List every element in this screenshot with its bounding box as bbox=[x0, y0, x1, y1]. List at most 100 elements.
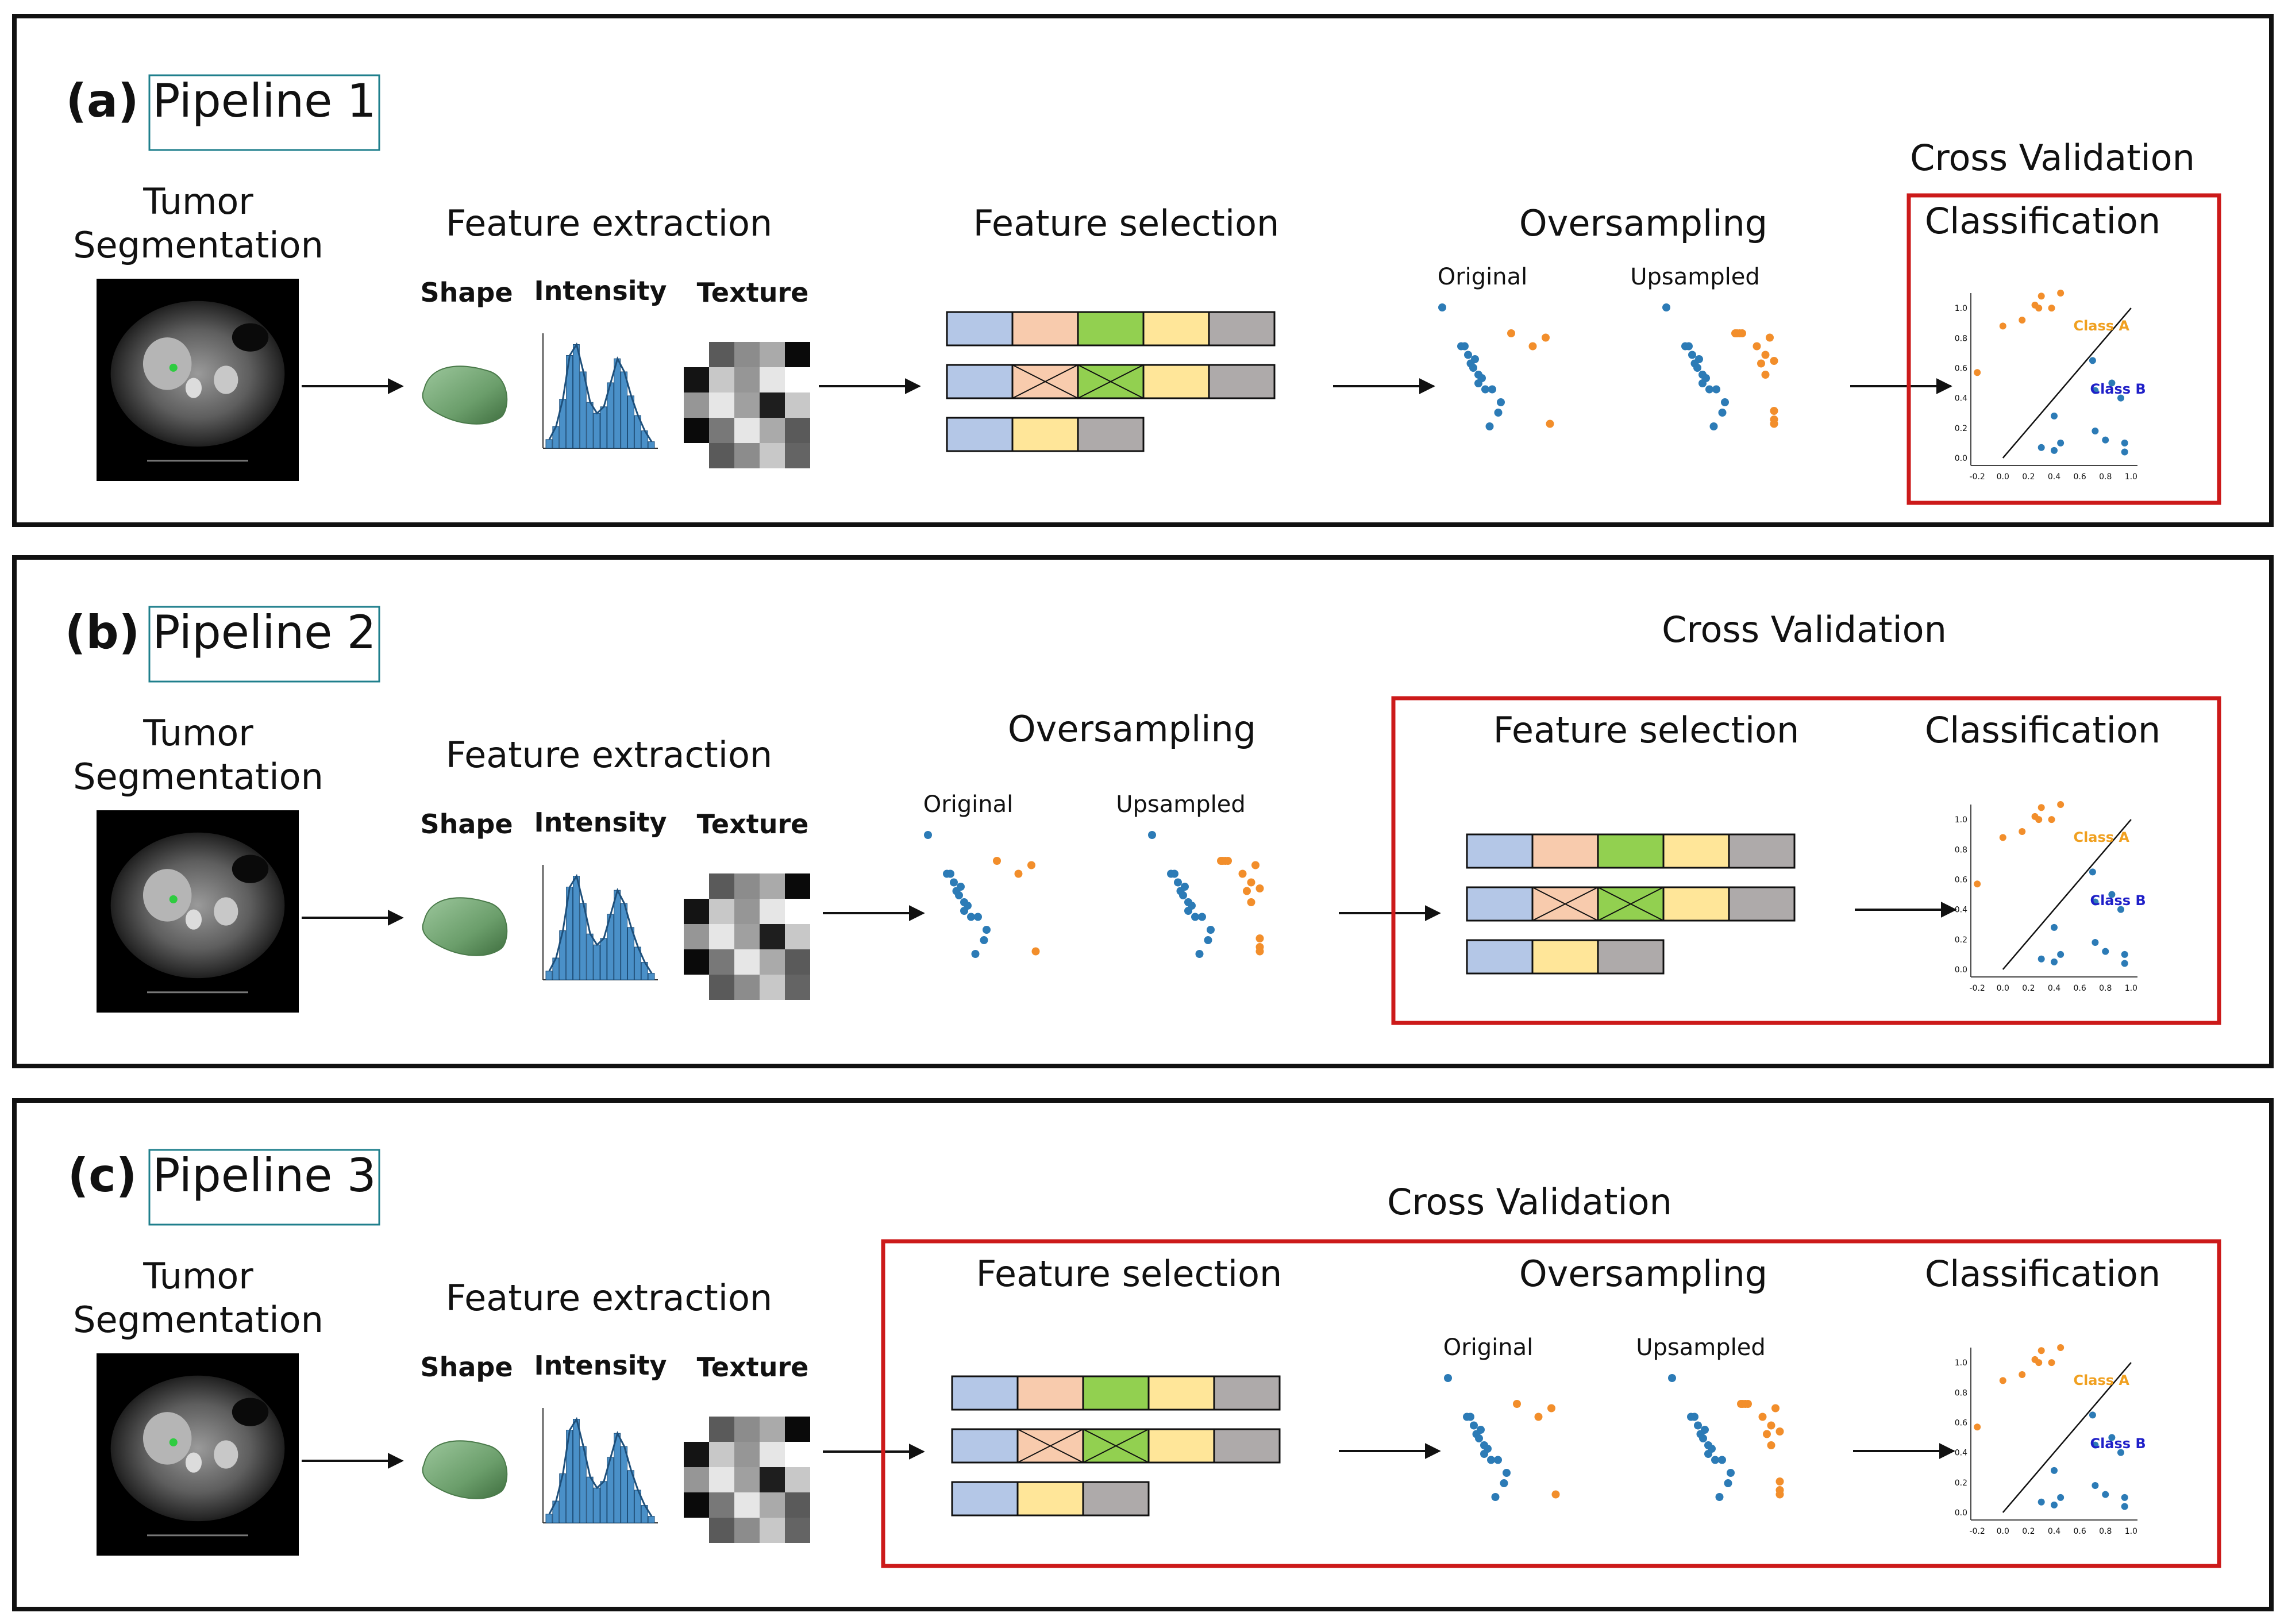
feature-label-intensity: Intensity bbox=[534, 807, 667, 838]
texture-cell bbox=[709, 924, 734, 949]
class-b-point bbox=[2092, 1482, 2099, 1489]
upsampled-point-blue bbox=[1693, 364, 1701, 372]
texture-cell bbox=[709, 1518, 734, 1543]
upsampled-point-blue bbox=[1721, 398, 1729, 406]
class-a-point bbox=[1999, 322, 2006, 330]
removed-feature-cross bbox=[1083, 1429, 1149, 1463]
cls-y-tick: 0.4 bbox=[1955, 906, 1967, 915]
feature-cell bbox=[1147, 1428, 1215, 1464]
cls-y-tick: 0.0 bbox=[1955, 965, 1967, 975]
feature-cell bbox=[1597, 833, 1665, 869]
upsampled-point-blue bbox=[1204, 936, 1212, 944]
class-a-point bbox=[2048, 816, 2055, 823]
upsampled-point-orange bbox=[1775, 1477, 1784, 1486]
texture-cell bbox=[709, 1442, 734, 1467]
hist-bar bbox=[621, 903, 627, 980]
texture-cell bbox=[709, 367, 734, 392]
stage-title-oversampling: Oversampling bbox=[1008, 708, 1256, 750]
texture-matrix bbox=[684, 342, 810, 468]
upsampled-point-blue bbox=[1668, 1374, 1676, 1382]
original-point-blue bbox=[1491, 1493, 1500, 1501]
texture-matrix bbox=[684, 1417, 810, 1543]
texture-cell bbox=[709, 443, 734, 468]
original-point-blue bbox=[974, 913, 982, 921]
original-point-blue bbox=[1494, 1456, 1502, 1464]
feature-label-texture: Texture bbox=[697, 809, 809, 840]
feature-cell bbox=[1011, 417, 1079, 452]
original-point-orange bbox=[1547, 1404, 1555, 1413]
ct-body bbox=[110, 1375, 285, 1522]
upsampled-point-blue bbox=[1174, 878, 1182, 887]
hist-bar bbox=[593, 944, 600, 980]
original-point-blue bbox=[1470, 1421, 1478, 1430]
hist-bar bbox=[621, 1446, 627, 1523]
texture-cell bbox=[760, 1417, 785, 1442]
upsampled-point-orange bbox=[1238, 869, 1247, 878]
upsampled-point-blue bbox=[1690, 1413, 1698, 1421]
class-b-point bbox=[2089, 868, 2096, 876]
pipeline-label: Pipeline 1 bbox=[152, 74, 376, 128]
cls-y-tick: 0.4 bbox=[1955, 394, 1967, 403]
class-b-point bbox=[2051, 1467, 2058, 1474]
hist-bar bbox=[573, 876, 580, 980]
stage-title-classification: Classification bbox=[1925, 709, 2160, 751]
original-point-orange bbox=[1542, 333, 1550, 342]
hist-bar bbox=[573, 344, 580, 449]
ct-scan-image bbox=[97, 810, 299, 1013]
removed-feature-cross bbox=[1077, 364, 1144, 399]
original-point-blue bbox=[1466, 1413, 1474, 1421]
cls-y-tick: 1.0 bbox=[1955, 304, 1967, 313]
texture-cell bbox=[785, 873, 810, 899]
texture-cell bbox=[734, 392, 760, 418]
class-a-point bbox=[1974, 1423, 1981, 1431]
hist-bar bbox=[586, 402, 594, 449]
hist-bar bbox=[648, 973, 655, 980]
class-a-point bbox=[1974, 369, 1981, 376]
stage-title-feature-extraction: Feature extraction bbox=[446, 1277, 772, 1319]
intensity-histogram bbox=[542, 1408, 658, 1523]
stage-title-oversampling: Oversampling bbox=[1519, 1253, 1767, 1295]
class-a-point bbox=[2035, 305, 2043, 312]
upsampled-point-orange bbox=[1247, 878, 1255, 887]
original-point-orange bbox=[1014, 869, 1023, 878]
hist-bar bbox=[614, 890, 621, 980]
label-original: Original bbox=[1443, 1334, 1534, 1361]
upsampled-point-orange bbox=[1753, 342, 1761, 351]
cls-y-tick: 0.6 bbox=[1955, 1418, 1967, 1427]
texture-cell bbox=[734, 1467, 760, 1492]
feature-cell bbox=[1082, 1481, 1150, 1517]
cls-x-tick: 1.0 bbox=[2125, 1527, 2137, 1536]
hist-bar bbox=[621, 371, 627, 449]
ct-spine bbox=[185, 909, 202, 930]
cls-x-tick: 0.2 bbox=[2022, 984, 2035, 993]
class-b-point bbox=[2121, 1494, 2128, 1501]
cls-x-tick: 0.6 bbox=[2073, 472, 2086, 482]
texture-cell bbox=[709, 1492, 734, 1518]
original-point-blue bbox=[971, 950, 980, 958]
feature-cell bbox=[946, 311, 1014, 347]
original-point-blue bbox=[1438, 303, 1446, 311]
feature-cell bbox=[946, 364, 1014, 399]
original-point-orange bbox=[1534, 1413, 1543, 1421]
feature-cell bbox=[1597, 939, 1665, 975]
texture-cell bbox=[684, 924, 709, 949]
texture-cell bbox=[760, 949, 785, 975]
original-point-orange bbox=[1528, 342, 1537, 351]
texture-cell bbox=[709, 1467, 734, 1492]
upsampled-point-orange bbox=[1758, 1413, 1767, 1421]
stage-title-tumor: Tumor bbox=[142, 1255, 253, 1297]
texture-cell bbox=[684, 342, 709, 367]
cls-x-tick: 0.4 bbox=[2048, 1527, 2060, 1536]
texture-cell bbox=[760, 443, 785, 468]
class-b-point bbox=[2117, 394, 2124, 402]
texture-cell bbox=[760, 1492, 785, 1518]
class-b-point bbox=[2051, 958, 2058, 965]
ct-liver bbox=[142, 869, 192, 922]
class-b-point bbox=[2121, 950, 2128, 958]
cls-y-tick: 0.6 bbox=[1955, 875, 1967, 884]
texture-cell bbox=[734, 949, 760, 975]
hist-bar bbox=[648, 1516, 655, 1523]
original-point-blue bbox=[1469, 364, 1477, 372]
